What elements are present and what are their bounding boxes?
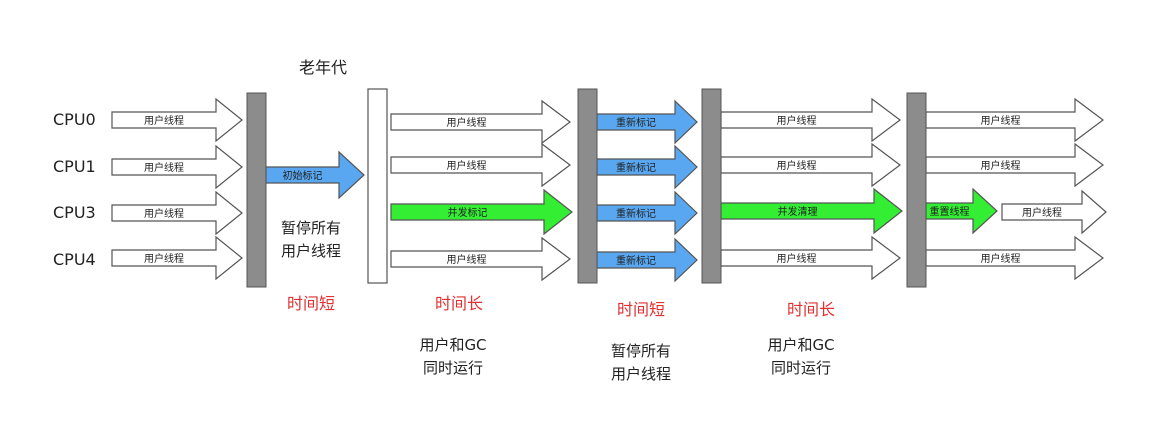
concurrent-barrier-1 (367, 88, 388, 284)
cpu0-user-thread-arrow-4-label: 用户线程 (981, 114, 1021, 127)
phase1-note-line2: 用户线程 (281, 242, 341, 260)
phase2-note-line2: 同时运行 (423, 359, 483, 377)
concurrent-mark-arrow-shape (390, 188, 573, 236)
cpu3-user-thread-arrow-4-label: 用户线程 (1022, 206, 1062, 219)
cpu4-user-thread-arrow-3-shape (720, 235, 901, 281)
reset-thread-arrow: 重置线程 (925, 187, 998, 235)
cpu4-user-thread-arrow-4: 用户线程 (925, 235, 1104, 281)
cpu3-user-thread-arrow-4: 用户线程 (1001, 189, 1107, 235)
cpu1-user-thread-arrow-1-shape (111, 144, 243, 190)
concurrent-sweep-arrow-shape (720, 187, 903, 235)
cpu1-user-thread-arrow-2-label: 用户线程 (447, 159, 487, 172)
cpu-label-cpu3: CPU3 (53, 203, 96, 222)
cpu0-user-thread-arrow-1: 用户线程 (111, 97, 243, 143)
phase4-note-line2: 同时运行 (771, 359, 831, 377)
cpu1-user-thread-arrow-1: 用户线程 (111, 144, 243, 190)
phase4-note-line1: 用户和GC (767, 336, 834, 354)
reset-thread-arrow-shape (925, 187, 998, 235)
concurrent-mark-arrow-label: 并发标记 (448, 206, 488, 219)
remark-arrow-cpu1: 重新标记 (596, 144, 698, 190)
remark-arrow-cpu4-label: 重新标记 (616, 254, 656, 267)
cpu4-user-thread-arrow-2-label: 用户线程 (447, 253, 487, 266)
concurrent-sweep-arrow-label: 并发清理 (778, 205, 818, 218)
remark-arrow-cpu3: 重新标记 (596, 190, 698, 236)
cpu1-user-thread-arrow-4: 用户线程 (925, 142, 1104, 188)
cpu1-user-thread-arrow-3-label: 用户线程 (777, 159, 817, 172)
cpu4-user-thread-arrow-2-shape (390, 236, 571, 282)
remark-arrow-cpu3-label: 重新标记 (616, 207, 656, 220)
stw-barrier-reset (906, 92, 927, 288)
cpu0-user-thread-arrow-4: 用户线程 (925, 97, 1104, 143)
cpu-label-cpu1: CPU1 (53, 157, 96, 176)
remark-arrow-cpu1-shape (596, 144, 698, 190)
cpu1-user-thread-arrow-4-label: 用户线程 (981, 159, 1021, 172)
phase1-note-line1: 暂停所有 (281, 219, 341, 237)
cpu4-user-thread-arrow-4-label: 用户线程 (981, 252, 1021, 265)
cpu0-user-thread-arrow-3-shape (720, 97, 901, 143)
stw-barrier-initial-mark (246, 92, 267, 288)
remark-arrow-cpu4-shape (596, 237, 698, 283)
cpu4-user-thread-arrow-2: 用户线程 (390, 236, 571, 282)
remark-arrow-cpu0-shape (596, 99, 698, 145)
cpu0-user-thread-arrow-2: 用户线程 (390, 99, 571, 145)
remark-arrow-cpu1-label: 重新标记 (616, 161, 656, 174)
old-generation-title: 老年代 (299, 58, 347, 77)
cpu3-user-thread-arrow-1: 用户线程 (111, 190, 243, 236)
remark-arrow-cpu0: 重新标记 (596, 99, 698, 145)
initial-mark-arrow-shape (265, 150, 365, 200)
initial-mark-arrow: 初始标记 (265, 150, 365, 200)
cpu1-user-thread-arrow-1-label: 用户线程 (144, 161, 184, 174)
reset-thread-arrow-label: 重置线程 (930, 205, 970, 218)
cpu0-user-thread-arrow-4-shape (925, 97, 1104, 143)
cpu4-user-thread-arrow-1-shape (111, 235, 243, 281)
cpu4-user-thread-arrow-4-shape (925, 235, 1104, 281)
phase2-duration: 时间长 (435, 294, 483, 313)
phase2-note-line1: 用户和GC (419, 336, 486, 354)
cpu3-user-thread-arrow-1-shape (111, 190, 243, 236)
cpu4-user-thread-arrow-1-label: 用户线程 (144, 252, 184, 265)
cpu1-user-thread-arrow-3-shape (720, 142, 901, 188)
phase4-duration: 时间长 (787, 300, 835, 319)
remark-arrow-cpu4: 重新标记 (596, 237, 698, 283)
concurrent-sweep-arrow: 并发清理 (720, 187, 903, 235)
cpu-label-cpu0: CPU0 (53, 110, 96, 129)
phase3-note-line2: 用户线程 (611, 365, 671, 383)
remark-arrow-cpu0-label: 重新标记 (616, 116, 656, 129)
cpu3-user-thread-arrow-4-shape (1001, 189, 1107, 235)
cpu0-user-thread-arrow-1-shape (111, 97, 243, 143)
stw-barrier-remark (577, 88, 598, 284)
cpu4-user-thread-arrow-3-label: 用户线程 (777, 252, 817, 265)
cpu1-user-thread-arrow-2-shape (390, 142, 571, 188)
cpu-label-cpu4: CPU4 (53, 250, 96, 269)
phase1-duration: 时间短 (287, 294, 335, 313)
cpu4-user-thread-arrow-1: 用户线程 (111, 235, 243, 281)
cpu4-user-thread-arrow-3: 用户线程 (720, 235, 901, 281)
cpu0-user-thread-arrow-2-shape (390, 99, 571, 145)
cpu0-user-thread-arrow-2-label: 用户线程 (447, 116, 487, 129)
initial-mark-arrow-label: 初始标记 (283, 169, 323, 182)
phase3-duration: 时间短 (617, 300, 665, 319)
stw-barrier-remark-end (701, 88, 722, 284)
cpu1-user-thread-arrow-2: 用户线程 (390, 142, 571, 188)
cpu1-user-thread-arrow-4-shape (925, 142, 1104, 188)
concurrent-mark-arrow: 并发标记 (390, 188, 573, 236)
cpu3-user-thread-arrow-1-label: 用户线程 (144, 207, 184, 220)
cpu0-user-thread-arrow-3-label: 用户线程 (777, 114, 817, 127)
cpu1-user-thread-arrow-3: 用户线程 (720, 142, 901, 188)
remark-arrow-cpu3-shape (596, 190, 698, 236)
cpu0-user-thread-arrow-1-label: 用户线程 (144, 114, 184, 127)
cpu0-user-thread-arrow-3: 用户线程 (720, 97, 901, 143)
phase3-note-line1: 暂停所有 (611, 342, 671, 360)
